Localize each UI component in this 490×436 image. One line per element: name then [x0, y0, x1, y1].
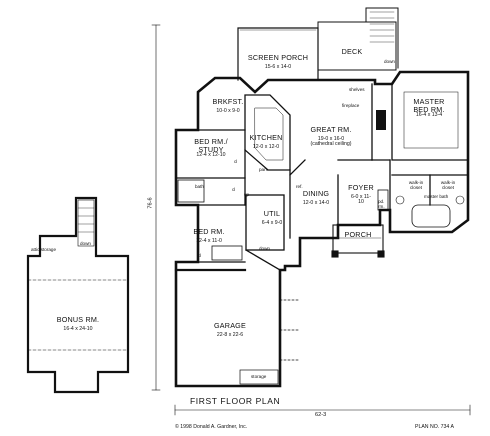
- room-name: MASTER BED RM.: [413, 97, 445, 114]
- plan-number: PLAN NO. 734 A: [415, 424, 454, 430]
- room-name: GARAGE: [214, 321, 246, 330]
- room-name: SCREEN PORCH: [247, 53, 309, 62]
- shelves-label: shelves: [349, 87, 365, 92]
- storage-label: storage: [251, 374, 267, 379]
- deck-stairs-down-label: down: [384, 59, 395, 64]
- room-name: BRKFST.: [212, 97, 244, 106]
- room-name: UTIL: [263, 209, 281, 218]
- room-note: (cathedral ceiling): [310, 141, 352, 148]
- fireplace-label: fireplace: [342, 103, 360, 108]
- dimension-lines: [151, 24, 471, 416]
- closet-label: cl: [232, 187, 236, 192]
- room-name: GREAT RM.: [310, 125, 352, 134]
- garage-details: [239, 299, 301, 385]
- brkfst-label: BRKFST. 10-0 x 9-0: [213, 92, 244, 114]
- bed-study-label: BED RM./ STUDY 12-4 x 12-10: [188, 138, 234, 159]
- interior-walls: [174, 83, 469, 272]
- room-name: FOYER: [348, 183, 374, 192]
- master-bath-label: master bath: [424, 194, 449, 199]
- room-name: BED RM./ STUDY: [194, 137, 228, 154]
- room-size: 6-4 x 9-0: [261, 219, 283, 226]
- porch-label: PORCH: [344, 230, 372, 239]
- util-label: UTIL 6-4 x 9-0: [261, 204, 283, 226]
- foyer-label: FOYER 6-0 x 11-10: [348, 178, 374, 206]
- room-size: 19-0 x 16-0: [317, 135, 345, 142]
- master-bed-label: MASTER BED RM. 16-4 x 13-4: [406, 98, 452, 119]
- kitchen-label: KITCHEN 12-0 x 12-0: [250, 128, 283, 150]
- great-room-label: GREAT RM. 19-0 x 16-0 (cathedral ceiling…: [310, 120, 351, 148]
- stairs-up-label: up: [244, 192, 250, 197]
- room-size: 22-8 x 22-6: [216, 331, 244, 338]
- room-size: 6-0 x 11-10: [350, 193, 372, 206]
- walkin-closet-label: walk-in closet: [408, 180, 424, 190]
- room-size: 12-0 x 14-0: [302, 199, 330, 206]
- deck-label: DECK: [341, 47, 363, 56]
- room-name: DINING: [302, 189, 330, 198]
- refrigerator-label: ref.: [296, 184, 303, 189]
- pantry-label: pan.: [259, 167, 268, 172]
- dining-label: DINING 12-0 x 14-0: [303, 184, 329, 206]
- room-size: 12-0 x 12-0: [252, 143, 280, 150]
- room-size: 15-6 x 14-0: [264, 63, 292, 70]
- copyright: © 1998 Donald A. Gardner, Inc.: [175, 424, 248, 430]
- attic-storage-label: attic storage: [31, 247, 57, 252]
- room-name: KITCHEN: [249, 133, 283, 142]
- bed-rm-label: BED RM. 12-4 x 11-0: [193, 222, 224, 244]
- stairs-down-label: down: [259, 246, 270, 251]
- closet-label: cl: [234, 159, 238, 164]
- room-size: 16-4 x 13-4: [415, 112, 443, 119]
- bonus-room-outline: [26, 196, 130, 394]
- bonus-room-label: BONUS RM. 16-4 x 24-10: [57, 310, 100, 332]
- screen-porch-label: SCREEN PORCH 15-6 x 14-0: [248, 48, 308, 70]
- screen-porch-outline: [237, 27, 319, 81]
- depth-dimension: 76-6: [147, 197, 154, 209]
- garage-label: GARAGE 22-8 x 22-6: [214, 316, 246, 338]
- room-size: 10-0 x 9-0: [216, 107, 240, 114]
- room-size: 12-4 x 11-0: [196, 237, 222, 244]
- closet-label: cl: [198, 253, 202, 258]
- room-size: 16-4 x 24-10: [63, 325, 93, 332]
- room-name: BED RM.: [193, 227, 225, 236]
- front-porch-outline: [331, 224, 385, 258]
- powder-room-label: pd. rm.: [378, 199, 385, 209]
- room-size: 12-4 x 12-10: [196, 152, 226, 159]
- bath-label: bath: [195, 184, 204, 189]
- plan-title: FIRST FLOOR PLAN: [190, 396, 281, 406]
- bonus-stairs-down-label: down: [80, 241, 91, 246]
- walkin-closet-label: walk-in closet: [440, 180, 456, 190]
- width-dimension: 62-3: [315, 412, 327, 418]
- room-name: BONUS RM.: [56, 315, 100, 324]
